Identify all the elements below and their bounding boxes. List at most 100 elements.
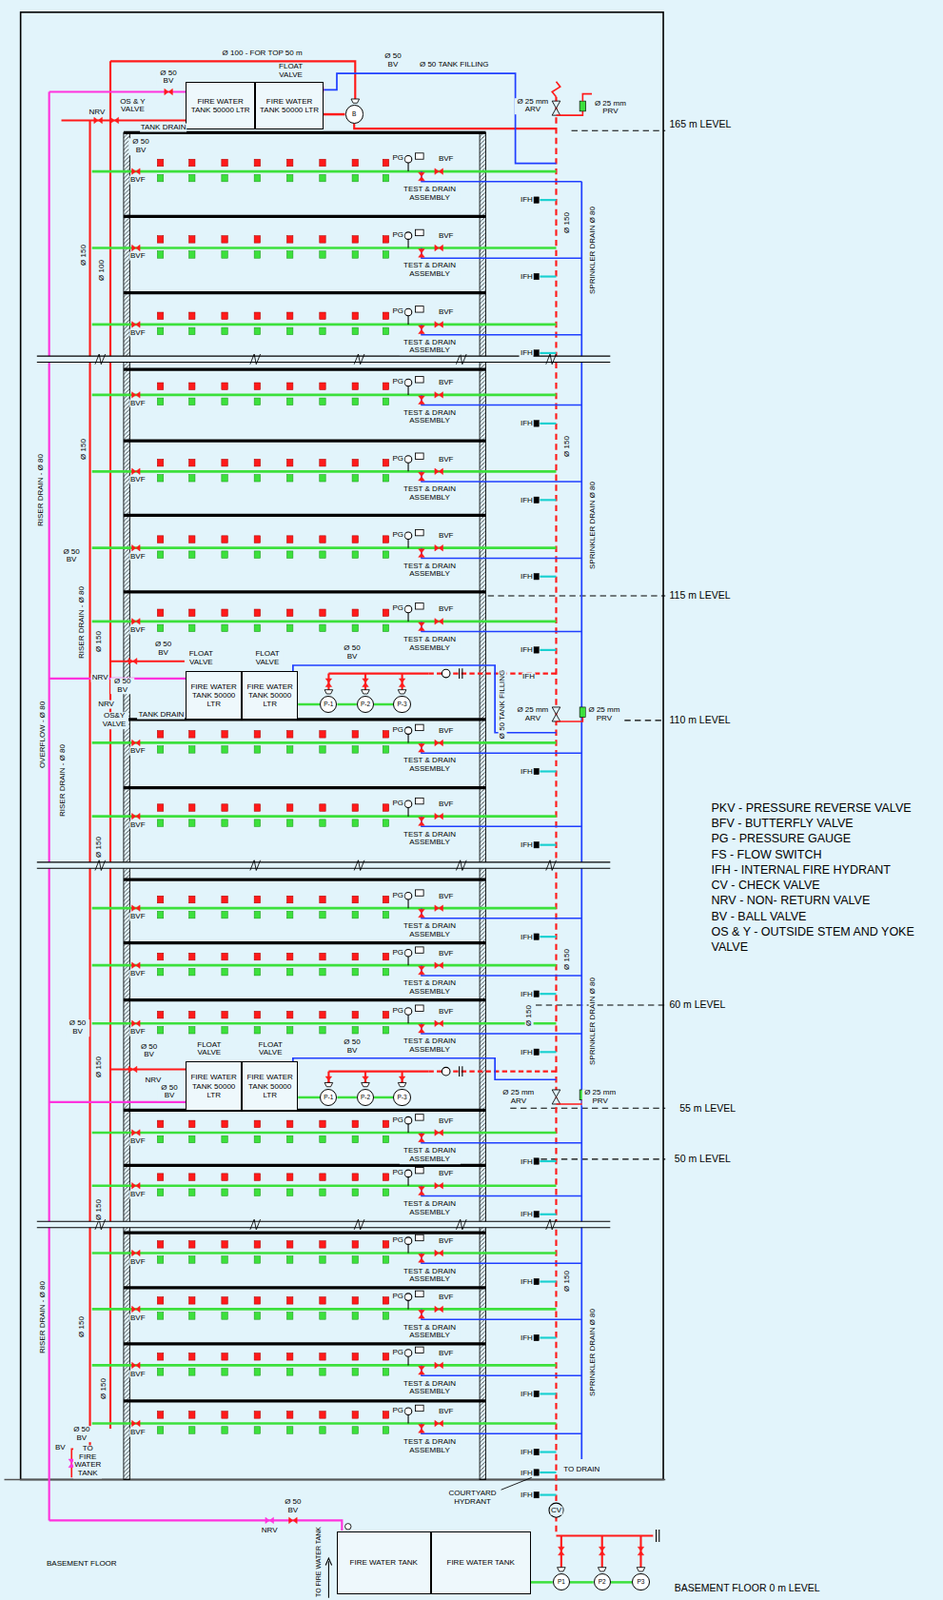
end-mark <box>461 667 463 679</box>
diagram-label: 60 m LEVEL <box>667 1000 727 1012</box>
sprinkler-head <box>157 382 163 391</box>
diagram-label: NRV <box>88 108 107 118</box>
valve-symbol <box>418 1310 425 1319</box>
drain-pipe <box>421 1185 582 1197</box>
sprinkler-head <box>254 746 260 754</box>
hydrant-valve <box>533 273 539 279</box>
sprinkler-head <box>221 550 228 559</box>
diagram-label: BVF <box>129 252 147 261</box>
diagram-label: IFH <box>519 989 534 999</box>
diagram-label: Ø 50 BV <box>137 1042 162 1061</box>
sprinkler-head <box>157 1240 163 1249</box>
valve-symbol <box>418 744 425 753</box>
valve-symbol <box>418 395 425 405</box>
diagram-label: BVF <box>437 1116 455 1125</box>
sprinkler-pipe <box>92 393 557 397</box>
sprinkler-head <box>157 1188 163 1197</box>
drain-pipe <box>421 1364 582 1376</box>
flow-switch <box>415 603 425 610</box>
pressure-gauge <box>404 800 413 808</box>
node-text: P3 <box>637 1578 646 1586</box>
valve-symbol <box>558 1546 565 1555</box>
hydrant-pipe <box>539 648 556 651</box>
sprinkler-head <box>382 819 389 827</box>
diagram-label: Ø 25 mm PRV <box>586 706 623 724</box>
valve-symbol <box>418 471 425 481</box>
pump-head-symbol <box>324 689 334 694</box>
sprinkler-head <box>319 609 326 617</box>
valve-symbol <box>418 1023 425 1033</box>
diagram-label: TEST & DRAIN ASSEMBLY <box>398 1267 460 1285</box>
overflow-pipe <box>49 1519 343 1531</box>
diagram-label: Ø 50 BV <box>58 548 84 566</box>
sprinkler-head <box>157 1296 163 1305</box>
sprinkler-head <box>319 1296 326 1305</box>
diagram-label: TEST & DRAIN ASSEMBLY <box>398 261 460 279</box>
diagram-label: Ø 150 <box>95 1055 104 1079</box>
hydrant-pipe <box>539 1279 556 1282</box>
sprinkler-head <box>254 535 260 544</box>
diagram-label: TEST & DRAIN ASSEMBLY <box>398 1038 460 1056</box>
diagram-label: NRV <box>97 700 116 709</box>
break-mark <box>250 1218 261 1230</box>
pipe-connector <box>569 1580 594 1584</box>
valve-symbol <box>132 544 141 551</box>
pipe-connector <box>297 1096 320 1100</box>
sprinkler-head <box>352 1312 358 1320</box>
diagram-label: TO FIRE WATER TANK <box>73 1444 102 1478</box>
diagram-label: Ø 100 - FOR TOP 50 m <box>221 48 304 58</box>
sprinkler-head <box>352 1010 358 1019</box>
valve-symbol <box>434 812 444 819</box>
diagram-label: 55 m LEVEL <box>678 1102 737 1115</box>
sprinkler-head <box>286 1426 293 1435</box>
hydrant-pipe <box>539 769 556 772</box>
sprinkler-head <box>319 235 326 244</box>
level-line <box>540 1158 666 1160</box>
tank-filling-pipe <box>293 665 557 733</box>
valve-symbol <box>132 962 141 968</box>
sprinkler-head <box>286 910 293 919</box>
valve-symbol <box>132 1249 141 1256</box>
sprinkler-head <box>382 1173 389 1181</box>
sprinkler-head <box>221 1426 228 1435</box>
diagram-label: BVF <box>129 969 147 979</box>
pump-head-symbol <box>397 1081 407 1086</box>
valve-symbol <box>434 618 444 625</box>
valve-symbol <box>132 468 141 474</box>
hydrant-valve <box>533 1048 539 1055</box>
diagram-label: OS&Y VALVE <box>99 711 129 729</box>
drain-pipe <box>421 816 582 827</box>
drain-pipe <box>421 742 582 753</box>
diagram-label: 50 m LEVEL <box>673 1154 732 1166</box>
pump-head-symbol <box>397 689 407 694</box>
floor-slab <box>123 513 487 517</box>
sprinkler-head <box>382 158 389 167</box>
diagram-label: SPRINKLER DRAIN Ø 80 <box>589 480 598 570</box>
diagram-label: RISER DRAIN - Ø 80 <box>36 452 45 528</box>
break-mark <box>250 353 261 365</box>
break-mark <box>546 860 557 871</box>
hydrant-pipe <box>539 1159 556 1162</box>
sprinkler-head <box>352 1256 358 1264</box>
break-mark <box>353 353 365 365</box>
sprinkler-head <box>382 251 389 259</box>
sprinkler-head <box>286 730 293 739</box>
diagram-label: BVF <box>129 1137 147 1146</box>
sprinkler-head <box>254 952 260 961</box>
diagram-label: TANK DRAIN <box>139 123 188 133</box>
hydrant-valve <box>533 1491 539 1497</box>
gauge-stem <box>407 1355 409 1365</box>
sprinkler-head <box>382 1353 389 1361</box>
valve-symbol <box>362 678 369 688</box>
sprinkler-head <box>189 804 196 812</box>
node-text: P-2 <box>360 701 371 708</box>
sprinkler-head <box>254 327 260 335</box>
inlet-pipe <box>110 1067 186 1070</box>
floor-slab <box>123 291 487 295</box>
sprinkler-head <box>319 1411 326 1419</box>
sprinkler-head <box>352 1368 358 1376</box>
legend-text: OS & Y - OUTSIDE STEM AND YOKE VALVE <box>711 923 939 956</box>
valve-symbol <box>434 739 444 746</box>
pipe-connector <box>373 703 393 707</box>
sprinkler-head <box>382 624 389 632</box>
